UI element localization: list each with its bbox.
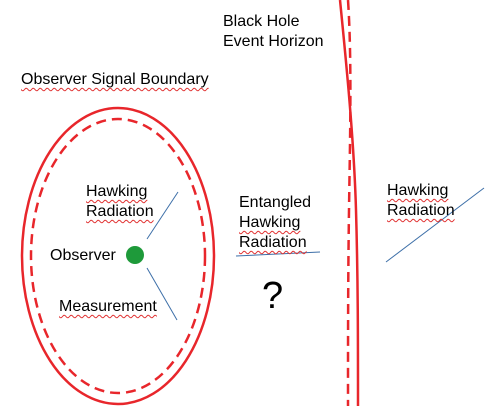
unknown-question-mark: ? bbox=[262, 275, 284, 317]
event-horizon-title-line1: Black Hole bbox=[223, 13, 300, 30]
observer-to-measurement-line bbox=[146, 267, 178, 321]
entangled-label-line1: Entangled bbox=[239, 194, 312, 211]
entangled-label-line2: Hawking bbox=[239, 214, 301, 231]
event-horizon-solid-line bbox=[338, 0, 360, 406]
observer-label: Observer bbox=[50, 247, 116, 264]
hawking-radiation-inside-line2: Radiation bbox=[86, 203, 154, 220]
event-horizon-title-line2: Event Horizon bbox=[223, 33, 324, 50]
hawking-radiation-inside-line1: Hawking bbox=[86, 183, 148, 200]
observer-boundary-inner-ellipse bbox=[29, 117, 207, 395]
entangled-label-line3: Radiation bbox=[239, 234, 307, 251]
event-horizon-dashed-line bbox=[346, 0, 352, 406]
observer-dot bbox=[126, 246, 144, 264]
measurement-label: Measurement bbox=[59, 298, 157, 315]
hawking-radiation-outside-label: Hawking Radiation bbox=[387, 181, 455, 221]
outside-hawking-radiation-line bbox=[385, 187, 485, 263]
entangled-hawking-radiation-label: Entangled Hawking Radiation bbox=[239, 193, 311, 253]
event-horizon-title: Black Hole Event Horizon bbox=[223, 12, 324, 52]
observer-boundary-title: Observer Signal Boundary bbox=[21, 71, 209, 88]
hawking-radiation-inside-label: Hawking Radiation bbox=[86, 182, 154, 222]
observer-to-hawking-line bbox=[146, 191, 179, 240]
observer-boundary-outer-ellipse bbox=[20, 106, 216, 406]
hawking-radiation-outside-line1: Hawking bbox=[387, 182, 449, 199]
entangled-radiation-line bbox=[235, 251, 321, 257]
hawking-radiation-outside-line2: Radiation bbox=[387, 202, 455, 219]
